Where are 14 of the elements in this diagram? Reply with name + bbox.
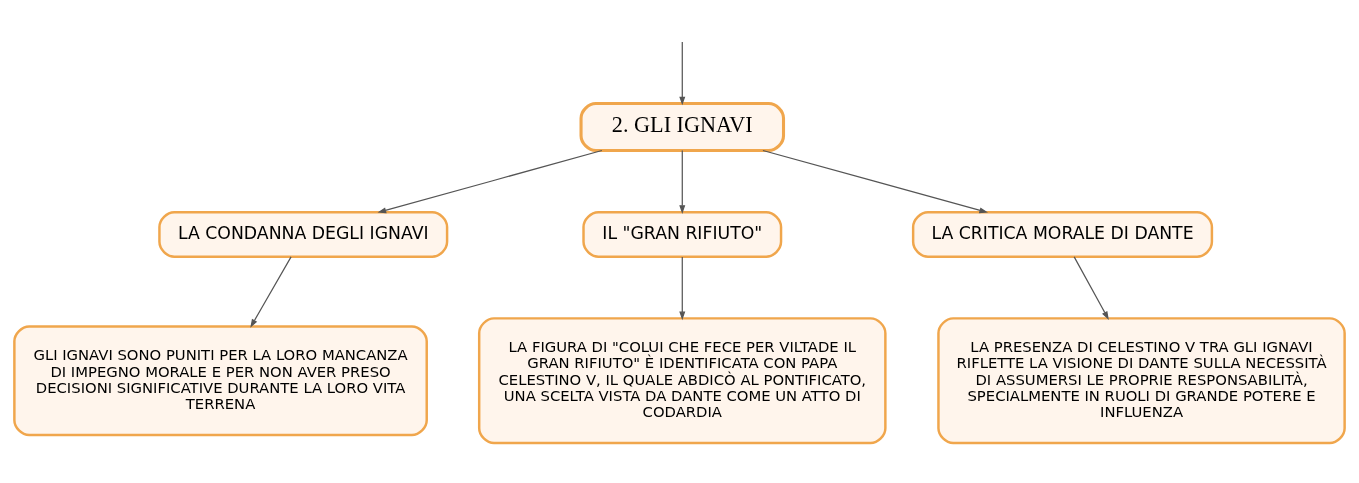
node-box: LA CONDANNA DEGLI IGNAVI: [158, 210, 449, 258]
arrow: [377, 149, 603, 213]
node-box: 2. GLI IGNAVI: [579, 101, 786, 152]
arrow: [679, 40, 686, 105]
arrow: [762, 149, 988, 213]
node-box: LA PRESENZA DI CELESTINO V TRA GLI IGNAVI RIFLETTE LA VISIONE DI DANTE SULLA NECESSITÀ DI ASSUMERSI LE PROPRIE RESPONSABILITÀ, SPECIALMENTE IN RUOLI DI GRANDE POTERE E INFLUENZA: [937, 316, 1346, 444]
node-box: GLI IGNAVI SONO PUNITI PER LA LORO MANCANZA DI IMPEGNO MORALE E PER NON AVER PRESO DECISIONI SIGNIFICATIVE DURANTE LA LORO VITA TERRENA: [13, 324, 428, 436]
arrow: [679, 149, 686, 214]
arrow: [250, 255, 292, 328]
node-box: LA FIGURA DI "COLUI CHE FECE PER VILTADE IL GRAN RIFIUTO" È IDENTIFICATA CON PAPA CELESTINO V, IL QUALE ABDICÒ AL PONTIFICATO, UNA SCELTA VISTA DA DANTE COME UN ATTO DI CODARDIA: [477, 316, 887, 444]
node-box: IL "GRAN RIFIUTO": [582, 210, 783, 258]
arrow: [679, 255, 686, 320]
arrow: [1073, 255, 1109, 320]
node-box: LA CRITICA MORALE DI DANTE: [911, 210, 1214, 258]
